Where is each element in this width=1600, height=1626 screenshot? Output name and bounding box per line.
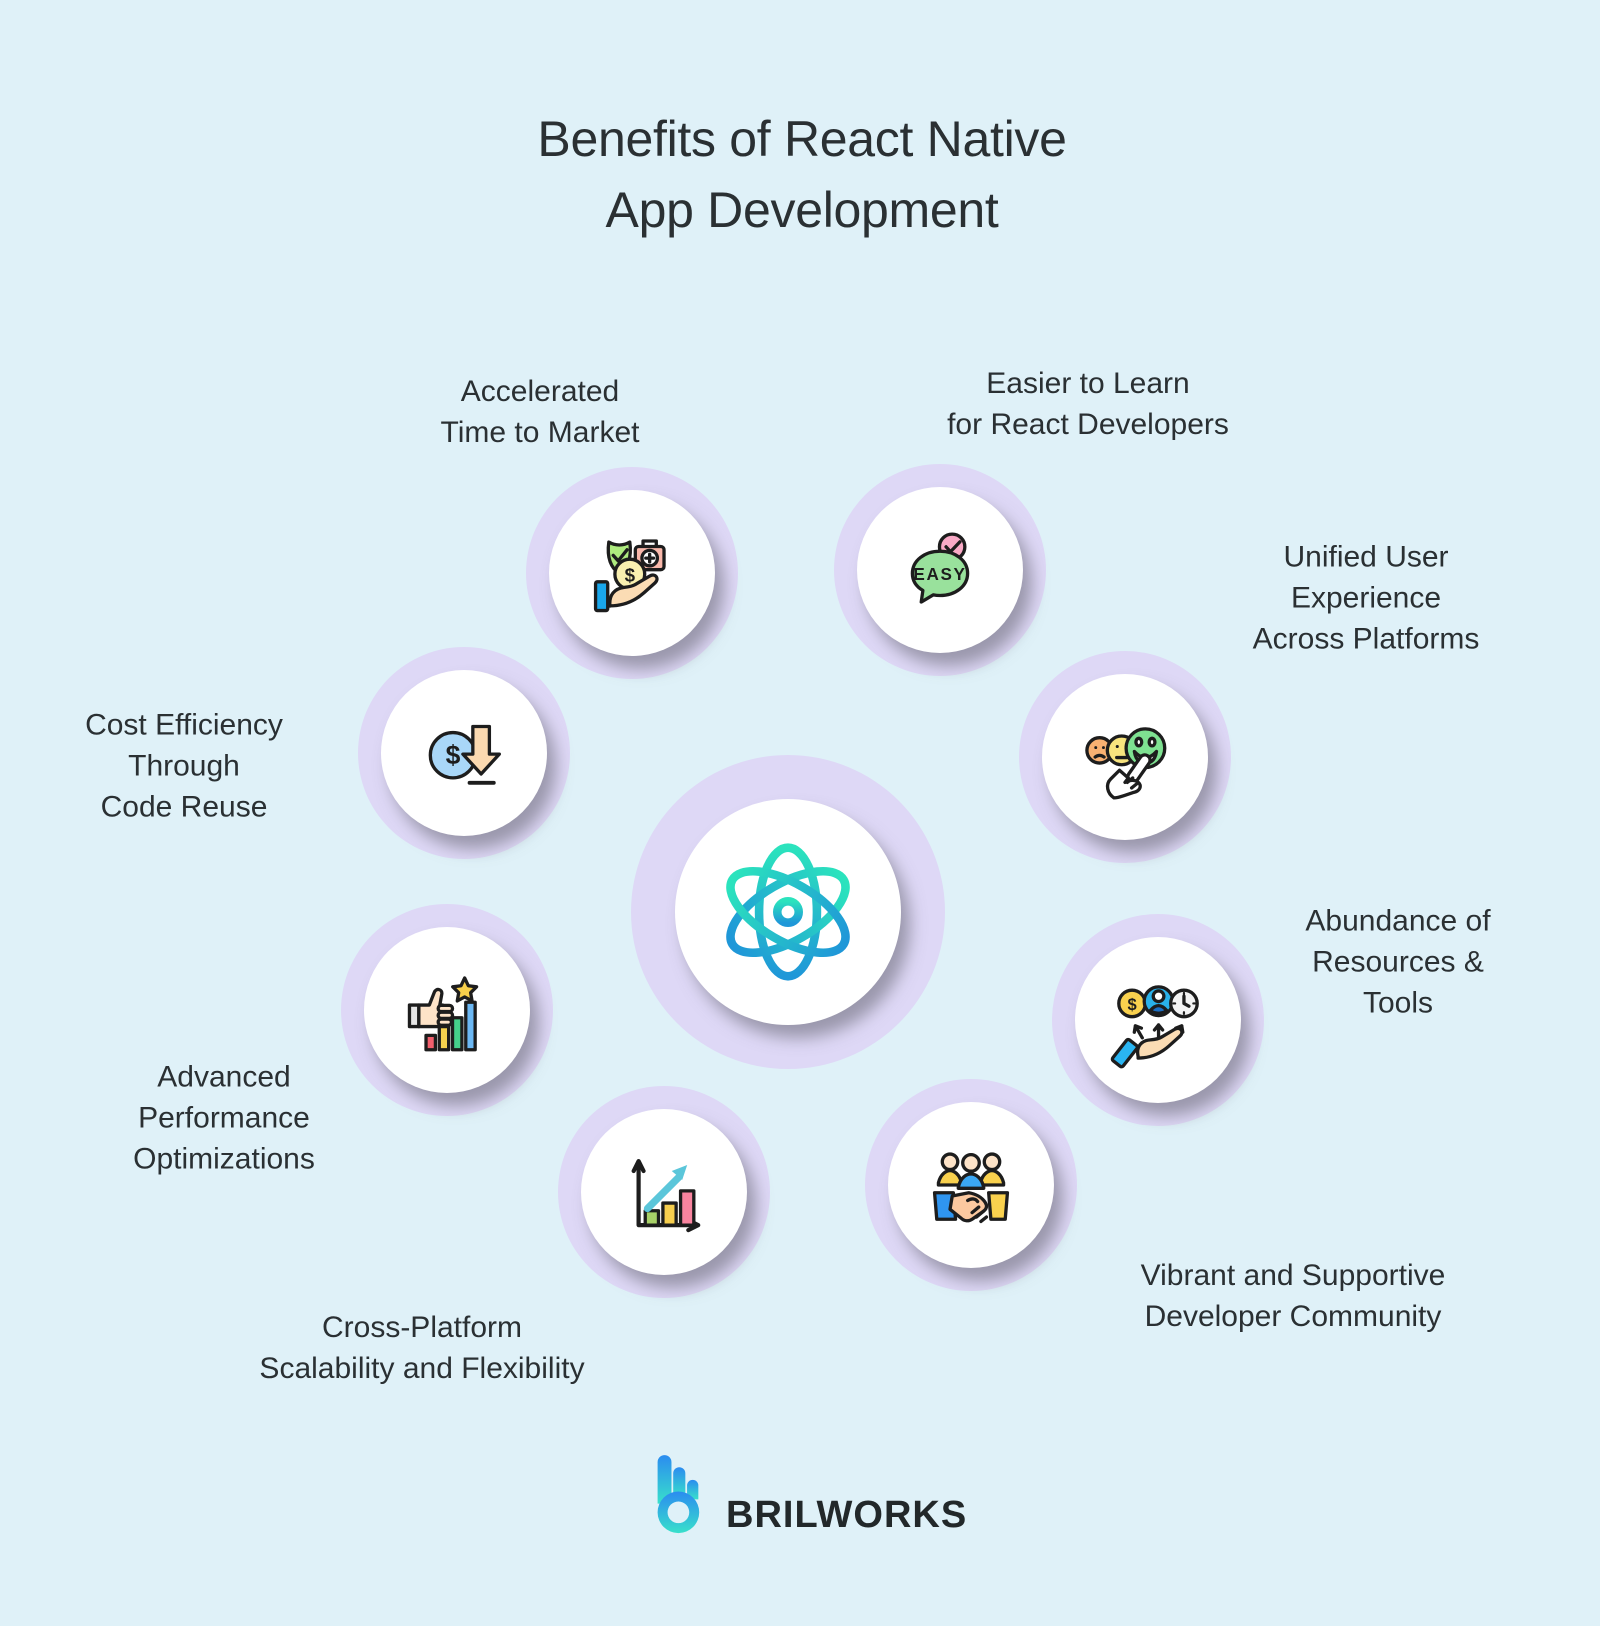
benefit-node-unified-user-experience — [1019, 651, 1231, 863]
hand-offering-benefits-icon: $ — [593, 539, 666, 613]
cost-reduction-icon: $ — [428, 724, 501, 785]
easy-speech-bubble-icon: EASY — [910, 532, 970, 604]
benefit-label-cross-platform-scalability: Cross-Platform Scalability and Flexibili… — [259, 1311, 585, 1385]
dollar-glyph: $ — [1127, 995, 1136, 1014]
benefit-node-cross-platform-scalability — [558, 1086, 770, 1298]
icon-disc: $ — [549, 490, 715, 656]
dollar-glyph: $ — [446, 740, 461, 770]
icon-disc — [364, 927, 530, 1093]
icon-disc: $ — [381, 670, 547, 836]
center-react-node — [631, 755, 945, 1069]
benefit-node-abundance-of-resources: $ — [1052, 914, 1264, 1126]
icon-disc — [581, 1109, 747, 1275]
benefit-label-developer-community: Vibrant and Supportive Developer Communi… — [1140, 1259, 1446, 1333]
benefit-node-accelerated-time-to-market: $ — [526, 467, 738, 679]
easy-word: EASY — [913, 565, 966, 584]
dollar-glyph: $ — [625, 564, 636, 585]
hand-resources-icon: $ — [1110, 985, 1199, 1069]
brilworks-logo-icon — [657, 1455, 700, 1534]
brand-footer: BRILWORKS — [655, 1452, 967, 1538]
thumbs-up-performance-icon — [407, 976, 479, 1052]
benefit-node-advanced-performance — [341, 904, 553, 1116]
emoji-feedback-icon — [1085, 727, 1167, 800]
icon-disc — [1042, 674, 1208, 840]
icon-disc — [888, 1102, 1054, 1268]
page-title: Benefits of React Native App Development — [537, 111, 1067, 238]
growth-chart-icon — [631, 1158, 701, 1233]
benefit-label-abundance-of-resources: Abundance of Resources & Tools — [1305, 904, 1491, 1020]
brand-name: BRILWORKS — [726, 1494, 968, 1536]
icon-disc: $ — [1075, 937, 1241, 1103]
react-logo-icon — [726, 843, 850, 981]
benefit-label-cost-efficiency: Cost Efficiency Through Code Reuse — [85, 708, 283, 824]
benefit-node-developer-community — [865, 1079, 1077, 1291]
benefit-label-accelerated-time-to-market: Accelerated Time to Market — [440, 375, 640, 449]
icon-disc — [675, 799, 901, 1025]
icon-disc: EASY — [857, 487, 1023, 653]
benefit-label-advanced-performance: Advanced Performance Optimizations — [133, 1060, 315, 1176]
benefit-label-unified-user-experience: Unified User Experience Across Platforms — [1252, 540, 1480, 656]
community-handshake-icon — [932, 1152, 1010, 1224]
benefit-label-easier-to-learn: Easier to Learn for React Developers — [947, 367, 1229, 441]
benefit-node-easier-to-learn: EASY — [834, 464, 1046, 676]
benefit-node-cost-efficiency: $ — [358, 647, 570, 859]
